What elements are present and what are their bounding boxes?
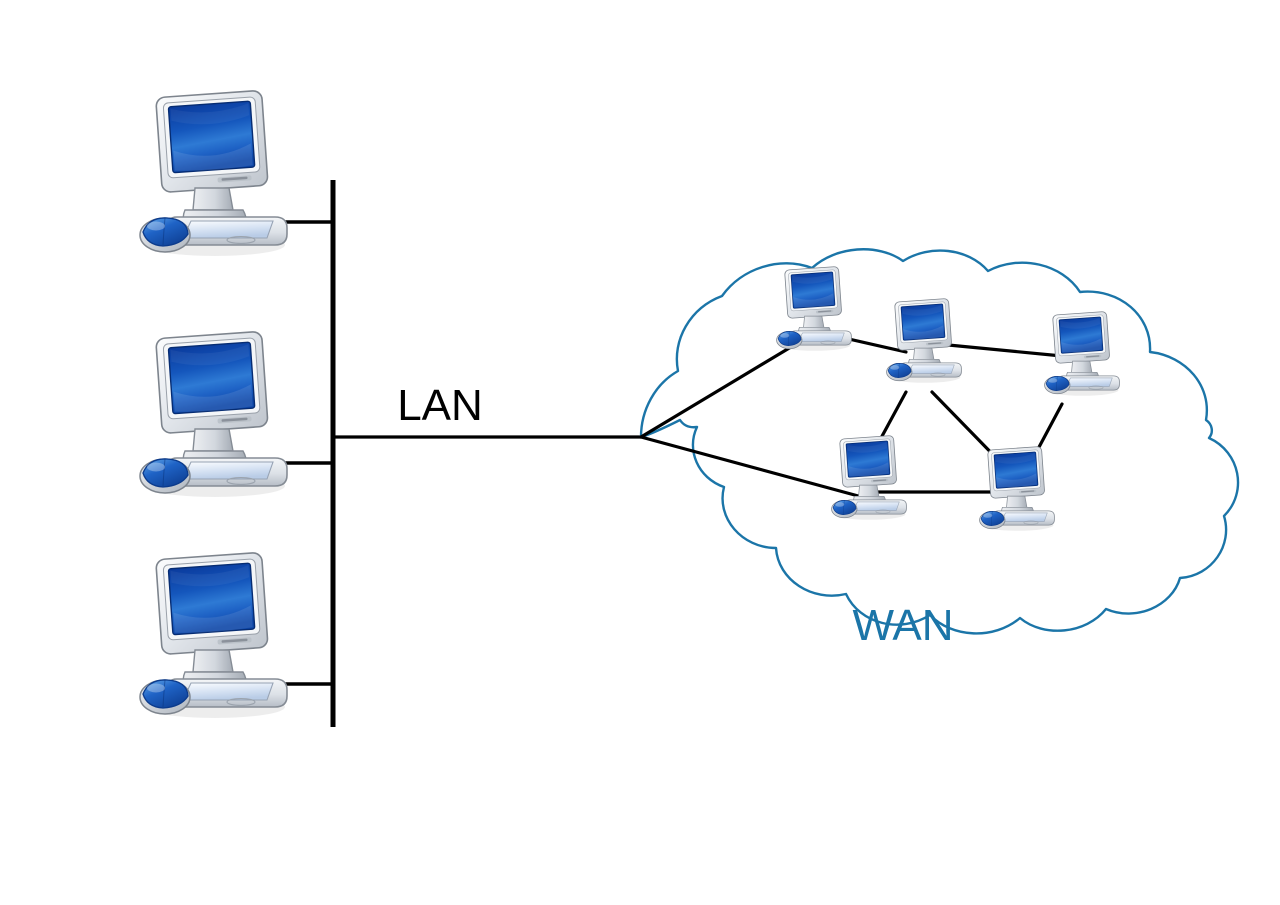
lan-workstation-2[interactable] — [139, 330, 288, 498]
wan-group: WAN — [639, 248, 1240, 650]
link-junction-to-bottom-left — [639, 435, 864, 499]
lan-group: LAN — [139, 89, 641, 727]
lan-label: LAN — [397, 381, 483, 430]
lan-workstation-1[interactable] — [139, 89, 288, 257]
wan-label: WAN — [852, 601, 953, 650]
link-top-center-to-top-right — [936, 342, 1064, 358]
lan-workstation-3[interactable] — [139, 551, 288, 719]
link-junction-to-top-left — [639, 336, 808, 439]
